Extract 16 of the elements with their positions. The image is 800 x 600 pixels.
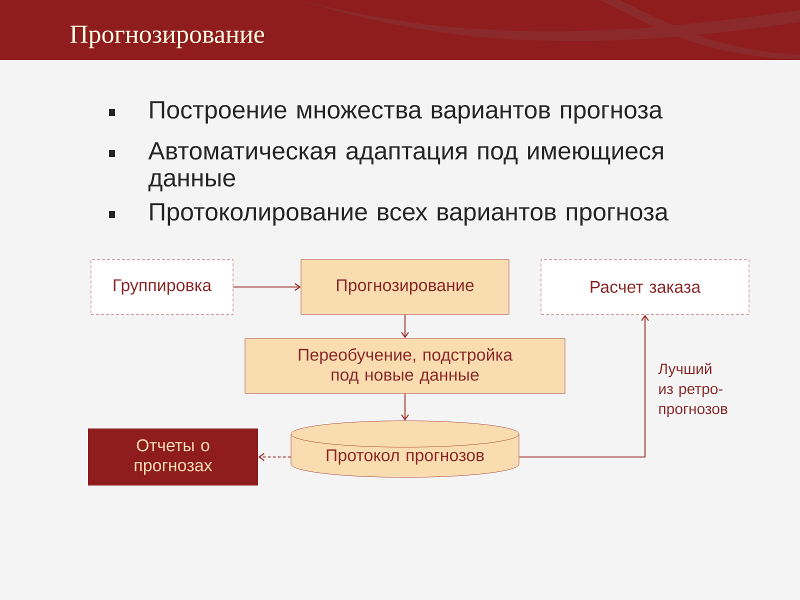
bullet-text: Протоколирование всех вариантов прогноза	[150, 203, 668, 226]
dashed-box: Группировка	[90, 259, 234, 315]
arrow	[401, 314, 409, 338]
database-cylinder: Протокол прогнозов	[290, 420, 520, 478]
arrow	[519, 314, 649, 458]
edge-label: Лучший из ретро-прогнозов	[658, 362, 728, 418]
bullet-text: Автоматическая адаптация под имеющиеся данные	[148, 142, 663, 192]
process-box: Прогнозирование	[300, 259, 510, 315]
process-box: Переобучение, подстройка под новые данные	[244, 338, 566, 394]
title: Прогнозирование	[70, 26, 264, 48]
arrow	[258, 453, 291, 461]
report-box: Отчеты о прогнозах	[88, 428, 258, 486]
arrow	[401, 394, 409, 421]
dashed-box: Расчет заказа	[540, 259, 750, 315]
bullet-text: Построение множества вариантов прогноза	[150, 101, 663, 124]
arrow	[233, 283, 301, 291]
